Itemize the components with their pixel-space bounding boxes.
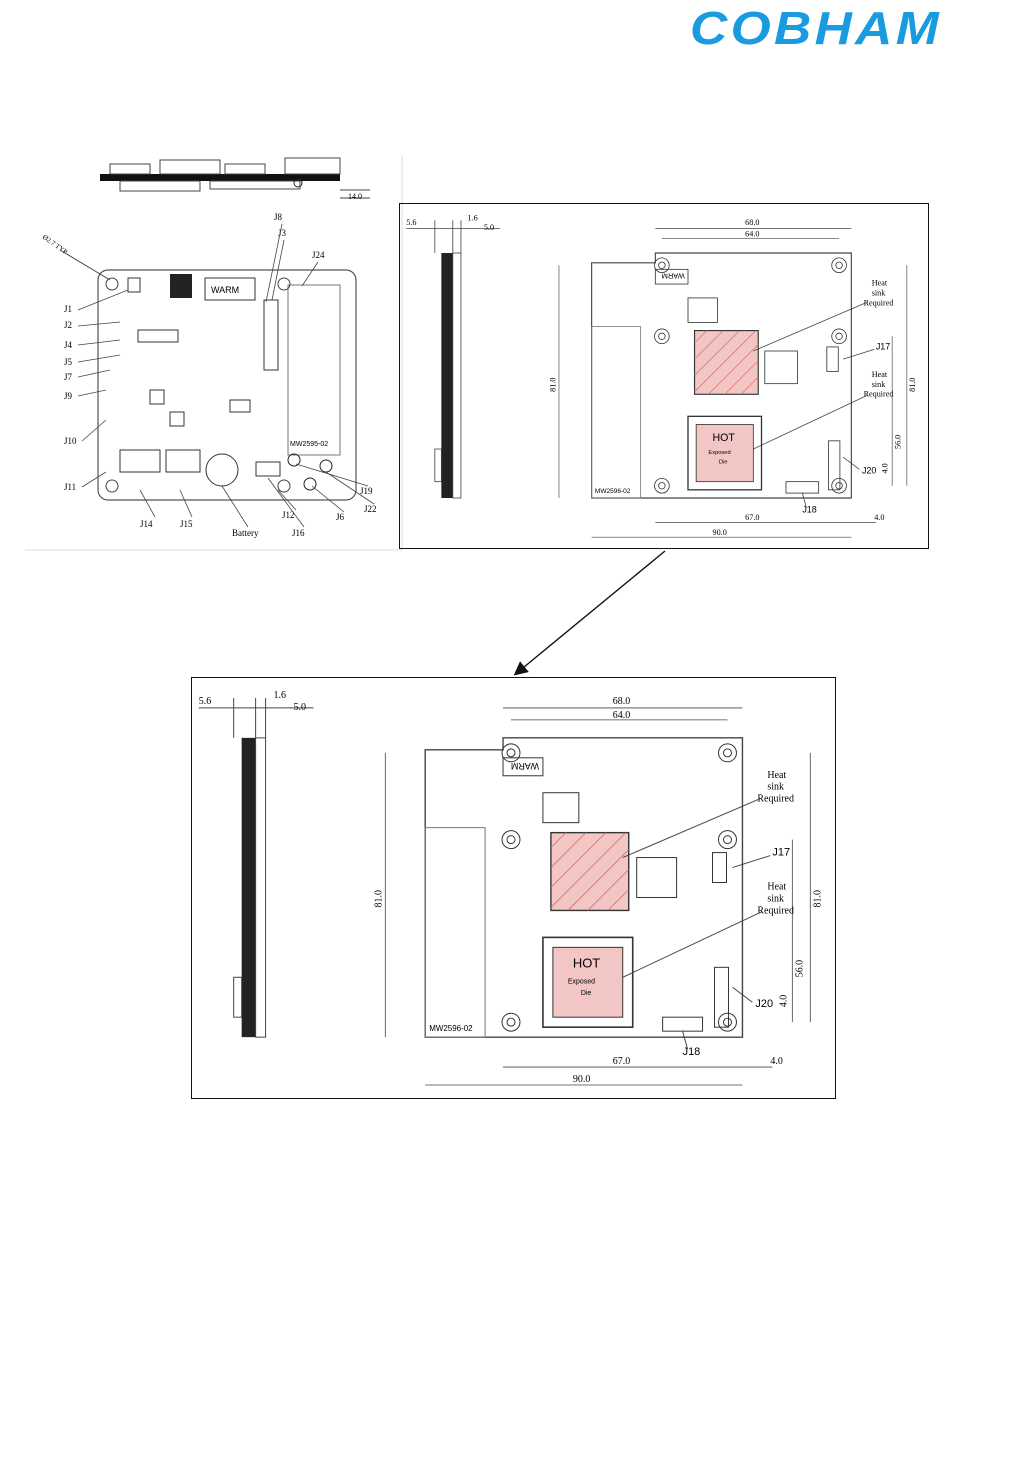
dim-4-vertical: 4.0	[778, 995, 789, 1007]
j17-label: J17	[876, 341, 890, 351]
warm-label: WARM	[662, 271, 685, 280]
label-j3: J3	[278, 228, 287, 238]
heat-chip-2	[687, 415, 763, 491]
dim-81-right: 81.0	[812, 890, 823, 907]
j18-label: J18	[802, 505, 816, 515]
dim-5-0: 5.0	[294, 702, 306, 713]
heatsink-note-1: Heat sink Required	[864, 279, 894, 308]
svg-text:Heat: Heat	[872, 370, 888, 379]
heatsink-note-2: Heat sink Required	[757, 881, 794, 916]
dim-4-vertical: 4.0	[880, 463, 889, 473]
board-label: MW2595-02	[290, 441, 328, 448]
heatsink-note-1: Heat sink Required	[757, 770, 794, 805]
j18-label: J18	[683, 1046, 701, 1058]
mw2596-small-svg: 5.6 1.6 5.0 HOT Exposed Die WARM MW2596-…	[406, 213, 917, 538]
j17-label: J17	[772, 847, 790, 859]
label-j9: J9	[64, 391, 73, 401]
heatsink-note-2: Heat sink Required	[864, 370, 894, 399]
dim-81-right: 81.0	[908, 378, 917, 392]
die-label: Die	[719, 460, 728, 466]
label-j6: J6	[336, 512, 345, 522]
dim-67: 67.0	[745, 513, 759, 522]
dim-68: 68.0	[745, 218, 759, 227]
svg-text:sink: sink	[872, 288, 887, 297]
dim-5-6: 5.6	[406, 218, 416, 227]
svg-text:sink: sink	[767, 893, 784, 904]
exposed-label: Exposed	[708, 450, 730, 456]
label-j22: J22	[364, 504, 377, 514]
label-j4: J4	[64, 340, 73, 350]
label-j15: J15	[180, 519, 193, 529]
dim-56: 56.0	[893, 435, 902, 449]
warm-label: WARM	[211, 285, 239, 295]
dim-90: 90.0	[573, 1074, 590, 1085]
label-j1: J1	[64, 304, 72, 314]
label-j10: J10	[64, 436, 77, 446]
hot-label: HOT	[573, 955, 600, 970]
label-battery: Battery	[232, 528, 259, 538]
connector-labels: J1 J2 J4 J5 J7 J9 J10 J11 J14 J15 Batter…	[64, 212, 377, 538]
label-j19: J19	[360, 486, 373, 496]
heat-chip-2	[542, 936, 634, 1028]
dim-1-6: 1.6	[274, 690, 286, 701]
shield-can	[591, 326, 642, 499]
dim-81: 81.0	[549, 378, 558, 392]
die-label: Die	[581, 990, 592, 997]
board-outline	[97, 269, 357, 501]
label-j2: J2	[64, 320, 72, 330]
dim-81: 81.0	[373, 890, 384, 907]
dim-4-horizontal: 4.0	[770, 1056, 782, 1067]
label-j16: J16	[292, 528, 305, 538]
exposed-label: Exposed	[568, 978, 595, 985]
warm-label: WARM	[511, 761, 539, 771]
label-j8: J8	[274, 212, 283, 222]
dim-5-0: 5.0	[484, 223, 494, 232]
dim-67: 67.0	[613, 1056, 630, 1067]
hot-label: HOT	[713, 432, 736, 444]
board-label: MW2596-02	[429, 1024, 473, 1033]
cobham-logo: COBHAM	[690, 2, 1010, 54]
label-j24: J24	[312, 250, 325, 260]
label-j11: J11	[64, 482, 76, 492]
dim-64: 64.0	[613, 710, 630, 721]
j20-label: J20	[755, 998, 773, 1010]
zoom-arrow	[513, 550, 666, 676]
dim-90: 90.0	[713, 528, 727, 537]
drawing-mw2595: 14.0 WARM MW2595-02 Ø2.7 TYP J1 J2 J4 J5…	[25, 155, 403, 551]
dim-56: 56.0	[794, 960, 805, 977]
label-j5: J5	[64, 357, 73, 367]
leader-lines	[77, 223, 375, 528]
dim-5-6: 5.6	[199, 696, 211, 707]
board-label: MW2596-02	[595, 488, 631, 495]
dim-4-horizontal: 4.0	[874, 513, 884, 522]
dim-1-6: 1.6	[468, 213, 478, 222]
svg-text:Required: Required	[864, 298, 894, 307]
mw2596-large-svg: 5.6 1.6 5.0 HOT Exposed Die WARM MW2596-…	[198, 690, 823, 1086]
label-j12: J12	[282, 510, 295, 520]
label-j7: J7	[64, 372, 73, 382]
svg-text:Required: Required	[864, 390, 894, 399]
svg-text:Heat: Heat	[767, 881, 786, 892]
label-j14: J14	[140, 519, 153, 529]
svg-text:sink: sink	[767, 782, 784, 793]
j20-label: J20	[862, 466, 876, 476]
svg-text:Heat: Heat	[767, 770, 786, 781]
dim-64: 64.0	[745, 230, 759, 239]
side-dim: 14.0	[348, 192, 362, 201]
svg-text:Heat: Heat	[872, 279, 888, 288]
svg-text:Required: Required	[757, 905, 794, 916]
heat-chip-1	[550, 831, 630, 912]
logo-text: COBHAM	[690, 2, 942, 54]
shield-can	[287, 284, 341, 456]
svg-text:Required: Required	[757, 794, 794, 805]
shield-can	[424, 827, 486, 1038]
drawing-mw2596-large: 5.6 1.6 5.0 HOT Exposed Die WARM MW2596-…	[191, 677, 836, 1099]
dim-68: 68.0	[613, 696, 630, 707]
side-profile: 14.0	[100, 157, 370, 201]
drawing-mw2596-small: 5.6 1.6 5.0 HOT Exposed Die WARM MW2596-…	[399, 203, 929, 549]
heat-chip-1	[693, 330, 759, 395]
svg-text:sink: sink	[872, 380, 887, 389]
